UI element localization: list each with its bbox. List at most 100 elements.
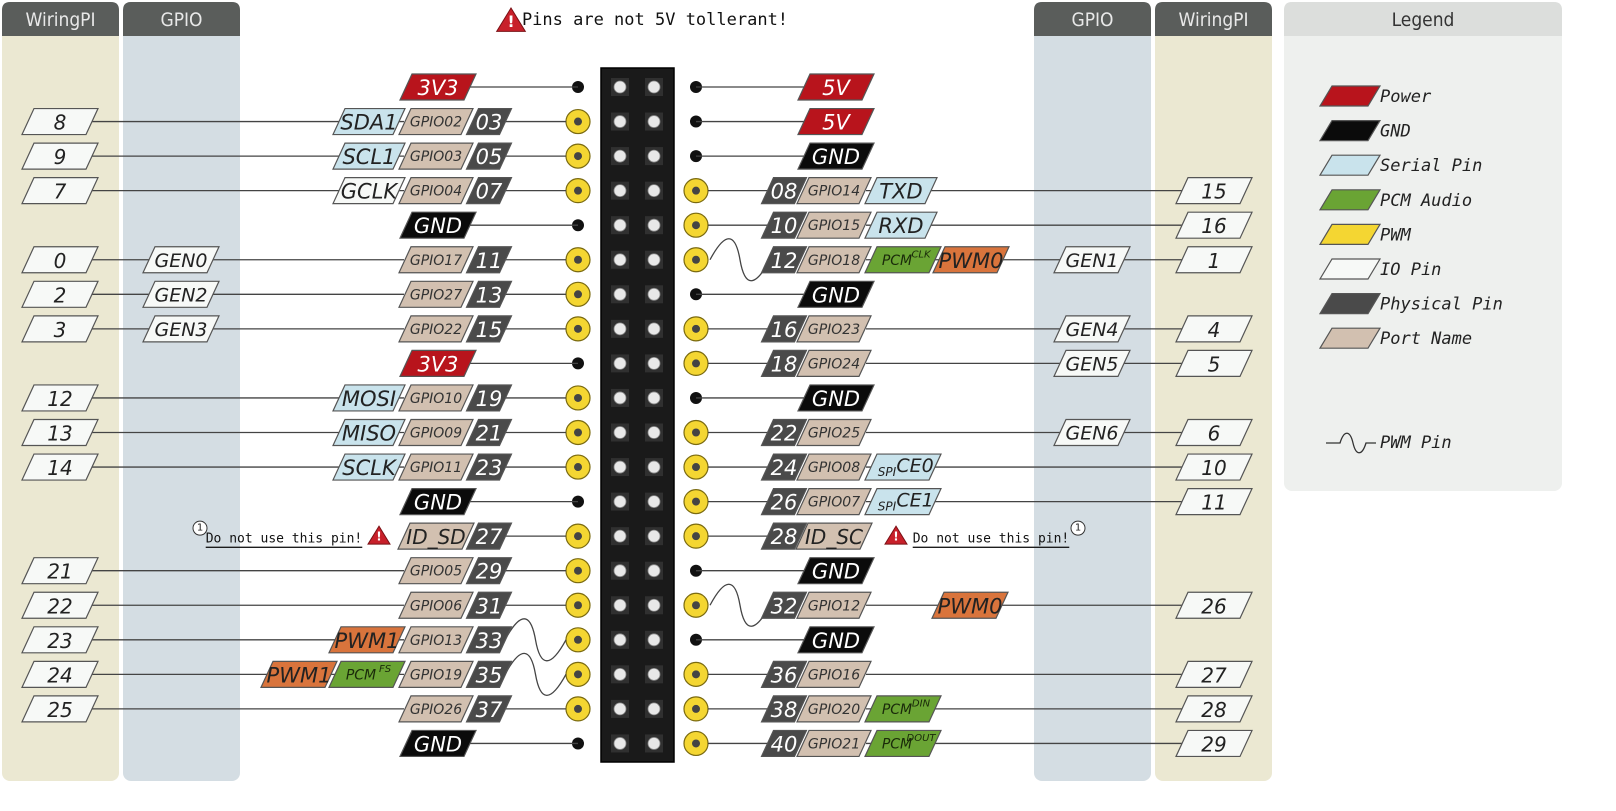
right-row-18-wiringpi [1175,695,1253,723]
header-pin-12 [647,253,661,267]
right-row-7-port-name-text: GPIO23 [808,322,860,338]
left-row-10-alt-function-text: MISO [342,422,396,446]
left-row-10-pin-hole [574,428,582,437]
left-row-16-pwm-function [328,626,406,654]
right-gpio-column [1034,2,1151,781]
right-row-15-physical-pin-text: 32 [771,594,798,618]
header-pin-28 [647,529,661,543]
right-gpio-header-label: GPIO [1071,9,1113,31]
left-row-11-alt-function [332,453,406,481]
left-row-1-alt-function-text: SDA1 [340,111,397,135]
right-row-5-pwm-function-text: PWM0 [939,249,1004,273]
left-row-12-gnd-label [399,488,477,516]
right-row-18-wiringpi-text: 28 [1201,698,1226,722]
left-row-19-gnd-label-text: GND [414,732,462,756]
left-wiringpi-header [2,2,119,36]
right-row-12-spi-function [864,488,942,516]
header-pin-31 [613,598,627,612]
left-row-9-physical-pin-text: 19 [476,387,503,411]
right-row-18-port-name-text: GPIO20 [808,702,860,718]
left-row-4-gnd-label-text: GND [414,214,462,238]
right-row-19-wiringpi [1175,729,1253,758]
left-row-7-gen-label-text: GEN3 [154,319,207,341]
right-row-13-note-warning-icon: ! [884,525,908,545]
left-row-18-pin-hole [574,704,582,713]
right-gpio-header [1034,2,1151,36]
left-row-5-wiringpi-text: 0 [54,249,67,273]
left-row-9-pin-hole [574,393,582,402]
left-row-17-pwm-function [260,660,338,688]
left-row-2-port-name-text: GPIO03 [410,149,462,165]
right-wiringpi-header-label: WiringPI [1178,9,1248,31]
left-row-19-gnd-label [399,729,477,758]
left-row-7-pin-hole [574,324,582,333]
right-row-10-gen-label [1053,418,1131,447]
right-row-8-port-name [796,349,872,377]
left-row-10-wiringpi [21,418,99,447]
left-row-17-pwm-wave [504,652,567,696]
right-row-4-wiringpi-text: 16 [1201,214,1226,238]
right-row-19-physical-pin-text: 40 [771,732,798,756]
left-row-1-wiringpi [21,107,99,136]
legend-pwm-wave-icon [1326,432,1376,454]
left-row-18-physical-pin-text: 37 [476,698,503,722]
left-row-3-wiringpi [21,177,99,205]
left-row-13-physical-pin-text: 27 [476,525,503,549]
right-row-5-gen-label [1053,246,1131,274]
right-row-19-pcm-suffix: DOUT [907,733,937,744]
right-row-13-port-name-text: ID_SC [805,525,863,549]
right-row-13-note-marker [1070,520,1086,536]
legend-label-5: IO Pin [1380,260,1441,280]
left-row-17-pcm-suffix: FS [379,664,392,675]
right-row-4-physical-pin-text: 10 [771,214,798,238]
right-row-10-gen-label-text: GEN6 [1065,423,1118,445]
right-wiringpi-header [1155,2,1272,36]
left-row-9-port-name-text: GPIO10 [410,391,462,407]
left-row-10-physical-pin [465,418,513,447]
left-row-13-note-marker [192,520,208,536]
left-row-13-note-warning-icon: ! [367,525,391,545]
left-row-1-wiringpi-text: 8 [54,111,67,135]
right-row-4-alt-function-text: RXD [878,214,923,238]
svg-text:!: ! [376,530,381,544]
right-row-8-gen-label [1053,349,1131,377]
header-pin-14 [647,287,661,301]
right-row-14-gnd-label [797,557,875,585]
header-pin-23 [613,460,627,474]
right-row-5-pcm-suffix: CLK [911,249,932,260]
left-row-3-physical-pin [465,177,513,205]
right-row-2-gnd-label-text: GND [812,145,860,169]
header-pin-26 [647,495,661,509]
legend-label-0: Power [1380,87,1432,107]
left-row-5-pin-hole [574,255,582,264]
header-pin-29 [613,564,627,578]
left-row-5-port-name [398,246,474,274]
right-row-17-pin-hole [692,670,700,679]
left-row-11-port-name [398,453,474,481]
header-pin-34 [647,633,661,647]
left-row-6-gen-label-text: GEN2 [154,284,207,306]
header-pin-16 [647,322,661,336]
right-row-10-wiringpi-text: 6 [1208,422,1221,446]
left-row-5-gen-label [142,246,220,274]
left-row-14-pin-hole [574,566,582,575]
left-gpio-header-label: GPIO [160,9,202,31]
left-row-11-wiringpi [21,453,99,481]
left-row-6-port-name [398,280,474,308]
left-row-15-physical-pin-text: 31 [476,594,503,618]
right-row-3-alt-function-text: TXD [879,180,922,204]
right-row-15-wiringpi [1175,591,1253,619]
header-pin-17 [613,356,627,370]
right-row-5-port-name [796,246,872,274]
right-row-17-port-name [796,660,872,688]
right-row-18-physical-pin [760,695,808,723]
right-row-5-gen-label-text: GEN1 [1065,250,1118,272]
legend-swatch-1 [1318,119,1382,142]
left-row-2-pin-hole [574,152,582,161]
left-row-17-physical-pin-text: 35 [476,663,503,687]
right-row-12-pin-hole [692,497,700,506]
left-row-2-alt-function [332,142,406,170]
left-row-17-physical-pin [465,660,513,688]
left-row-9-port-name [398,384,474,412]
left-row-3-alt-function [332,177,406,205]
